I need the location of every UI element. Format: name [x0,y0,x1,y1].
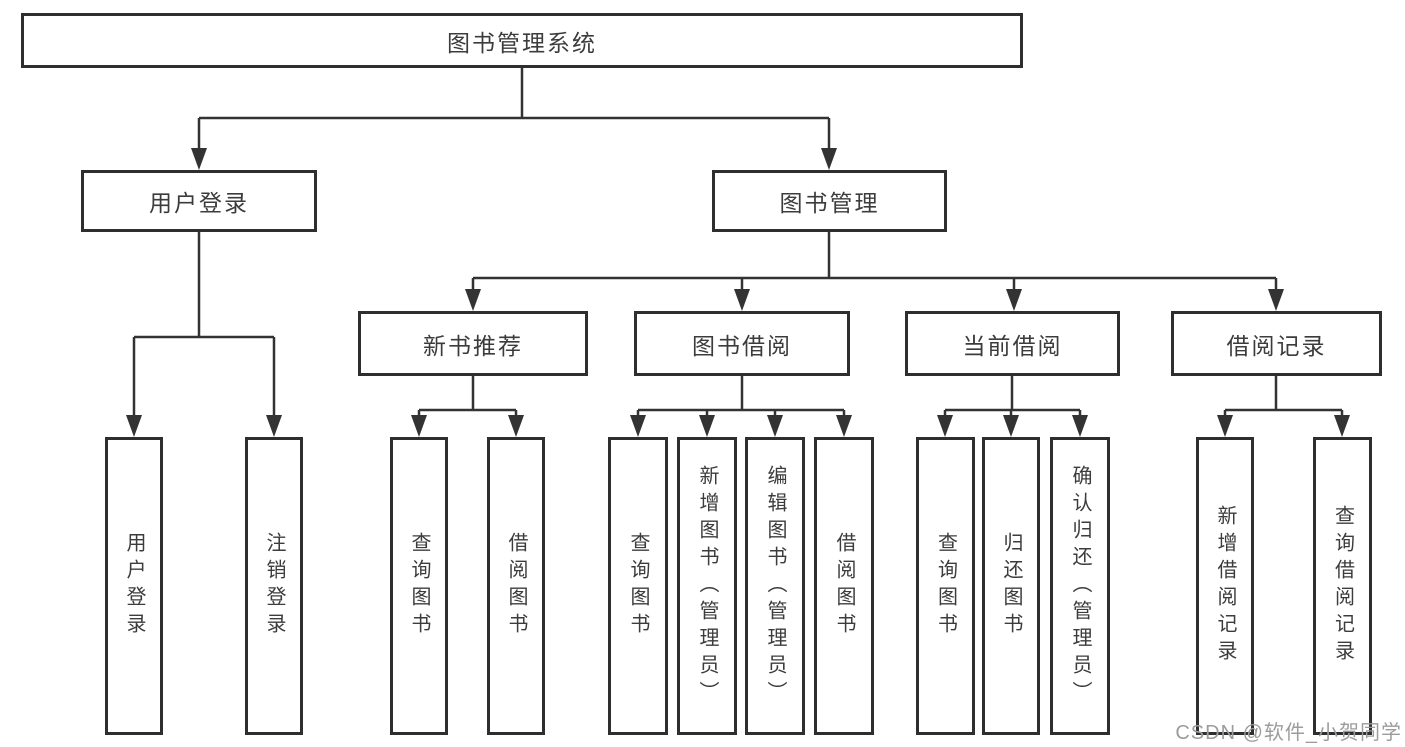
node-user-login: 用户登录 [81,170,317,232]
node-leaf-logout-login: 注销登录 [245,437,303,735]
node-book-management-label: 图书管理 [779,190,880,216]
node-leaf-cb-return-books-label: 归还图书 [1000,532,1022,640]
node-leaf-cb-confirm-return-label: 确认归还（管理员） [1069,464,1091,708]
node-leaf-bb-borrow-books-label: 借阅图书 [833,532,855,640]
arrowheads [126,148,1350,437]
node-book-borrowing: 图书借阅 [634,311,850,376]
node-current-borrowing-label: 当前借阅 [962,332,1063,359]
node-leaf-br-add-record: 新增借阅记录 [1196,437,1254,735]
connector-book-borrowing-children [636,376,846,418]
node-book-borrowing-label: 图书借阅 [692,332,792,359]
node-leaf-cb-confirm-return: 确认归还（管理员） [1050,437,1110,735]
node-leaf-nbr-borrow-books-label: 借阅图书 [505,532,527,640]
node-current-borrowing: 当前借阅 [905,311,1120,376]
connector-user-login-children [132,232,276,418]
node-leaf-nbr-borrow-books: 借阅图书 [487,437,545,735]
node-borrowing-records: 借阅记录 [1171,311,1382,376]
node-book-management: 图书管理 [712,170,947,232]
node-leaf-user-login: 用户登录 [105,437,163,735]
connector-new-book-children [417,376,518,418]
node-leaf-bb-add-books-label: 新增图书（管理员） [696,464,718,708]
connector-borrowing-records-children [1223,376,1344,418]
node-new-book-recommendation: 新书推荐 [358,311,588,376]
node-leaf-bb-query-books-label: 查询图书 [627,532,649,640]
node-leaf-logout-login-label: 注销登录 [263,532,285,640]
node-borrowing-records-label: 借阅记录 [1226,332,1327,359]
node-leaf-bb-add-books: 新增图书（管理员） [677,437,737,735]
node-root: 图书管理系统 [21,13,1023,68]
node-leaf-cb-query-books-label: 查询图书 [934,532,957,640]
node-root-label: 图书管理系统 [447,29,597,56]
csdn-watermark: CSDN @软件_小贺同学 [1175,722,1402,744]
node-leaf-br-add-record-label: 新增借阅记录 [1214,505,1236,667]
node-leaf-bb-query-books: 查询图书 [608,437,668,735]
node-new-book-recommendation-label: 新书推荐 [423,332,523,359]
node-leaf-user-login-label: 用户登录 [123,532,145,640]
node-user-login-label: 用户登录 [149,190,249,216]
node-leaf-cb-return-books: 归还图书 [982,437,1040,735]
node-leaf-bb-edit-books-label: 编辑图书（管理员） [764,464,786,708]
node-leaf-nbr-query-books-label: 查询图书 [408,532,430,640]
node-leaf-bb-edit-books: 编辑图书（管理员） [745,437,805,735]
node-leaf-br-query-record-label: 查询借阅记录 [1331,505,1354,667]
connector-book-management-children [471,232,1278,292]
node-leaf-bb-borrow-books: 借阅图书 [814,437,874,735]
connector-root-to-level2 [197,68,831,150]
node-leaf-nbr-query-books: 查询图书 [390,437,448,735]
node-leaf-br-query-record: 查询借阅记录 [1313,437,1372,735]
connector-current-borrowing-children [943,376,1082,418]
node-leaf-cb-query-books: 查询图书 [916,437,975,735]
